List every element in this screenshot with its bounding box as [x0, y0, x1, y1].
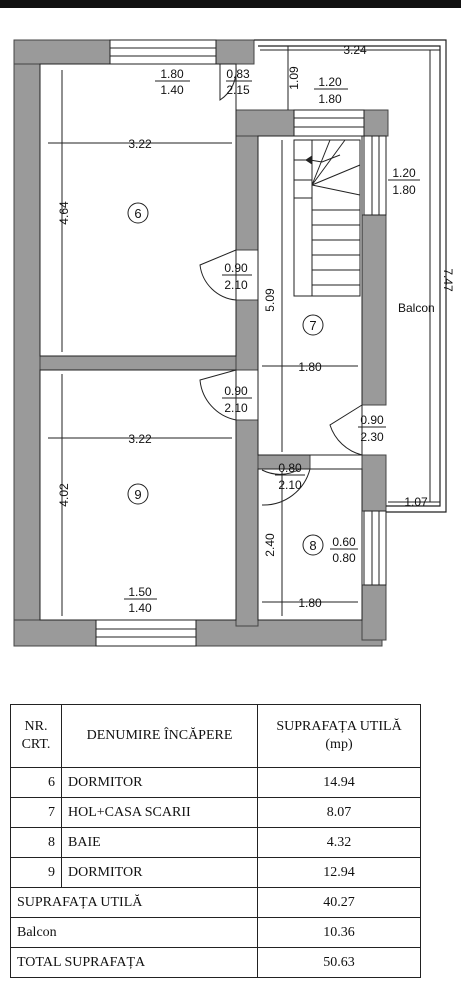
- room9-outline: [39, 369, 237, 621]
- row-area: 4.32: [257, 827, 421, 858]
- row-area: 14.94: [257, 767, 421, 798]
- room8-window-height: 0.80: [332, 551, 356, 565]
- room8-number: 8: [309, 538, 316, 553]
- balcony-row: Balcon 10.36: [10, 917, 421, 948]
- wall-west: [13, 39, 41, 647]
- door6-height: 2.30: [360, 430, 384, 444]
- row-area: 12.94: [257, 857, 421, 888]
- balcony-row-label: Balcon: [10, 917, 258, 948]
- table-header-row: NR. CRT. DENUMIRE ÎNCĂPERE SUPRAFAȚA UTI…: [10, 704, 421, 768]
- room9-number: 9: [134, 487, 141, 502]
- table-row: 9 DORMITOR 12.94: [10, 857, 421, 888]
- wall-between-6-9: [39, 355, 239, 371]
- room6-outline: [39, 63, 237, 357]
- row-name: HOL+CASA SCARII: [61, 797, 258, 828]
- wall-stair-top-right: [363, 109, 389, 137]
- wall-south-right: [195, 619, 383, 647]
- table-row: 7 HOL+CASA SCARII 8.07: [10, 797, 421, 828]
- row-nr: 6: [10, 767, 62, 798]
- window-bath: [363, 510, 387, 586]
- top-border-bar: [0, 0, 461, 8]
- room6-window-height: 1.40: [160, 83, 184, 97]
- row-name: DORMITOR: [61, 767, 258, 798]
- room7-height-label: 5.09: [263, 288, 277, 312]
- door1-height: 2.15: [226, 83, 250, 97]
- room9-width-label: 3.22: [128, 432, 152, 446]
- window-stair-east: [363, 135, 387, 216]
- room-outlines: [39, 63, 363, 621]
- row-name: BAIE: [61, 827, 258, 858]
- windows: [95, 39, 387, 647]
- useful-area-value: 40.27: [257, 887, 421, 918]
- wall-east-bottom: [361, 584, 387, 641]
- wall-center-lower: [235, 419, 259, 627]
- floor-plan: 6 9 7 8 3.22 4.64 1.80 1.40 3.22 4.02 1.…: [13, 39, 455, 647]
- total-value: 50.63: [257, 947, 421, 978]
- stair-outline: [293, 139, 361, 297]
- balcony-depth-label: 1.09: [287, 66, 301, 90]
- door-swings: [199, 64, 363, 506]
- door2-width: 1.20: [318, 75, 342, 89]
- door1-width: 0.83: [226, 67, 250, 81]
- window-stair: [293, 109, 365, 137]
- wall-east-lower: [361, 454, 387, 512]
- room9-window-width: 1.50: [128, 585, 152, 599]
- room9-window-height: 1.40: [128, 601, 152, 615]
- area-table: NR. CRT. DENUMIRE ÎNCĂPERE SUPRAFAȚA UTI…: [10, 704, 421, 978]
- wall-stair-top: [235, 109, 295, 137]
- balcony-label: Balcon: [398, 301, 435, 315]
- door4-height: 2.10: [224, 278, 248, 292]
- row-area: 8.07: [257, 797, 421, 828]
- balcony-width-label: 3.24: [343, 43, 367, 57]
- door6-width: 0.90: [360, 413, 384, 427]
- room7-width-label: 1.80: [298, 360, 322, 374]
- balcony-length-label: 7.47: [441, 268, 455, 292]
- door3-width: 1.20: [392, 166, 416, 180]
- row-nr: 8: [10, 827, 62, 858]
- door3-height: 1.80: [392, 183, 416, 197]
- row-name: DORMITOR: [61, 857, 258, 888]
- staircase: [293, 139, 361, 297]
- wall-north-left: [13, 39, 111, 65]
- room8-height-label: 2.40: [263, 533, 277, 557]
- wall-center-mid: [235, 299, 259, 371]
- room8-width-label: 1.80: [298, 596, 322, 610]
- wall-north-right: [215, 39, 255, 65]
- window-room9: [95, 619, 197, 647]
- balcony-row-value: 10.36: [257, 917, 421, 948]
- table-row: 6 DORMITOR 14.94: [10, 767, 421, 798]
- dimension-lines: [48, 46, 440, 616]
- useful-area-row: SUPRAFAȚA UTILĂ 40.27: [10, 887, 421, 918]
- room9-height-label: 4.02: [57, 483, 71, 507]
- room7-outline: [257, 135, 363, 456]
- door7-width: 0.80: [278, 461, 302, 475]
- useful-area-label: SUPRAFAȚA UTILĂ: [10, 887, 258, 918]
- room6-width-label: 3.22: [128, 137, 152, 151]
- header-area: SUPRAFAȚA UTILĂ (mp): [257, 704, 421, 768]
- wall-east-mid: [361, 214, 387, 406]
- header-nr: NR. CRT.: [10, 704, 62, 768]
- wall-south-left: [13, 619, 97, 647]
- door5-height: 2.10: [224, 401, 248, 415]
- header-name: DENUMIRE ÎNCĂPERE: [61, 704, 258, 768]
- row-nr: 7: [10, 797, 62, 828]
- door7-height: 2.10: [278, 478, 302, 492]
- door2-height: 1.80: [318, 92, 342, 106]
- walls: [13, 39, 389, 647]
- room-number-circles: [127, 202, 324, 556]
- door5-width: 0.90: [224, 384, 248, 398]
- door4-width: 0.90: [224, 261, 248, 275]
- room6-number: 6: [134, 206, 141, 221]
- row-nr: 9: [10, 857, 62, 888]
- room6-height-label: 4.64: [57, 201, 71, 225]
- total-label: TOTAL SUPRAFAȚA: [10, 947, 258, 978]
- total-row: TOTAL SUPRAFAȚA 50.63: [10, 947, 421, 978]
- room6-window-width: 1.80: [160, 67, 184, 81]
- balcony-outline: [254, 39, 447, 513]
- room7-number: 7: [309, 318, 316, 333]
- room8-window-width: 0.60: [332, 535, 356, 549]
- balcony-side-label: 1.07: [404, 495, 428, 509]
- window-room6: [109, 39, 217, 65]
- table-row: 8 BAIE 4.32: [10, 827, 421, 858]
